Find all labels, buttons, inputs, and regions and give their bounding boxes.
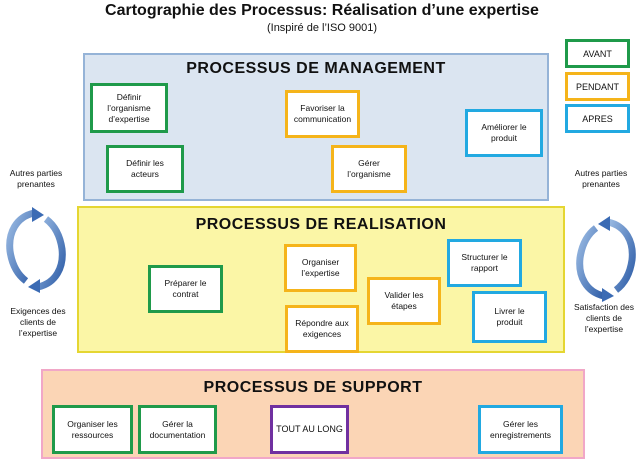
box-gerer-documentation: Gérer la documentation [138, 405, 217, 454]
legend-pendant: PENDANT [565, 72, 630, 101]
realisation-panel: PROCESSUS DE REALISATION Préparer le con… [77, 206, 565, 353]
right-cycle-arrows-icon [576, 216, 636, 302]
box-gerer-organisme: Gérer l’organisme [331, 145, 407, 193]
box-favoriser-communication: Favoriser la communication [285, 90, 360, 138]
management-panel: PROCESSUS DE MANAGEMENT Définir l’organi… [83, 53, 549, 201]
support-panel: PROCESSUS DE SUPPORT Organiser les resso… [41, 369, 585, 459]
support-title: PROCESSUS DE SUPPORT [203, 379, 423, 396]
box-repondre-exigences: Répondre aux exigences [285, 305, 359, 353]
box-ameliorer-produit: Améliorer le produit [465, 109, 543, 157]
left-cycle-arrows-icon [6, 207, 66, 293]
right-top-label: Autres parties prenantes [574, 168, 628, 189]
page-subtitle: (Inspiré de l’ISO 9001) [266, 22, 378, 34]
left-top-label: Autres parties prenantes [9, 168, 63, 189]
box-definir-acteurs: Définir les acteurs [106, 145, 184, 193]
box-organiser-expertise: Organiser l’expertise [284, 244, 357, 292]
box-preparer-contrat: Préparer le contrat [148, 265, 223, 313]
management-title: PROCESSUS DE MANAGEMENT [186, 60, 446, 77]
box-organiser-ressources: Organiser les ressources [52, 405, 133, 454]
box-gerer-enregistrements: Gérer les enregistrements [478, 405, 563, 454]
page-title: Cartographie des Processus: Réalisation … [105, 2, 539, 19]
right-bottom-label: Satisfaction des clients de l’expertise [573, 302, 634, 334]
left-bottom-label: Exigences des clients de l’expertise [10, 306, 66, 338]
box-definir-organisme: Définir l’organisme d’expertise [90, 83, 168, 133]
legend-avant: AVANT [565, 39, 630, 68]
realisation-title: PROCESSUS DE REALISATION [195, 216, 447, 233]
box-livrer-produit: Livrer le produit [472, 291, 547, 343]
box-structurer-rapport: Structurer le rapport [447, 239, 522, 287]
legend-apres: APRES [565, 104, 630, 133]
box-valider-etapes: Valider les étapes [367, 277, 441, 325]
box-tout-au-long: TOUT AU LONG [270, 405, 349, 454]
